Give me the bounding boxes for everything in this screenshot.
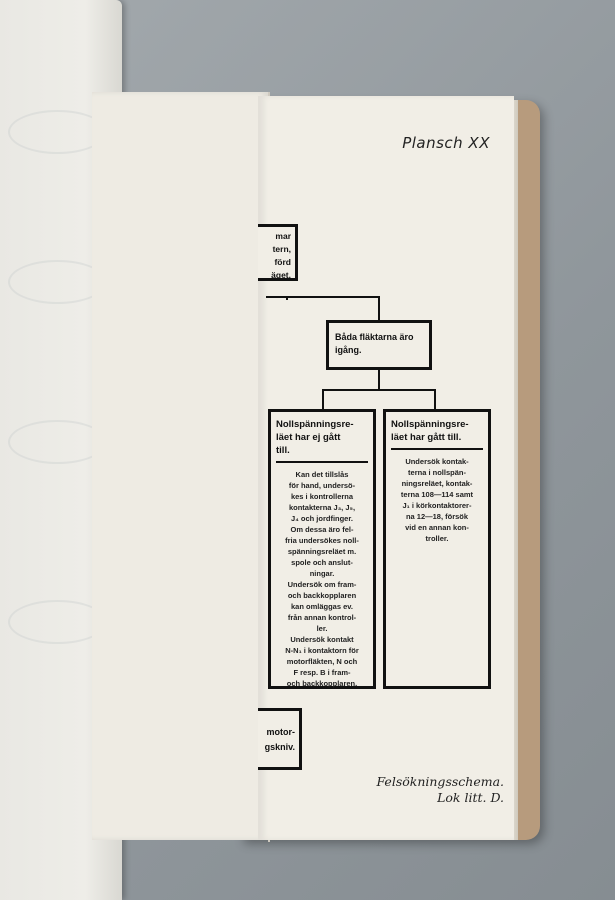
connector-line <box>286 296 288 300</box>
partial-box-line: äget. <box>271 270 291 280</box>
partial-box-line: tern, <box>272 244 291 254</box>
box-line: Båda fläktarna äro <box>335 332 414 342</box>
partial-box-line: gskniv. <box>264 742 295 752</box>
box-body: Undersök kontak- terna i nollspän- nings… <box>400 457 474 543</box>
connector-line <box>266 296 380 298</box>
caption-line: Lok litt. D. <box>437 790 504 805</box>
partial-box-line: förd <box>274 257 291 267</box>
page-edge <box>510 100 518 840</box>
plate-title: Plansch XX <box>402 134 490 152</box>
flowchart-box-relay-not-tripped: Nollspänningsre- läet har ej gått till. … <box>268 409 376 689</box>
partial-box-line: mar <box>275 231 291 241</box>
connector-line <box>378 296 380 320</box>
connector-line <box>322 389 436 391</box>
partial-box-bottom: motor- gskniv. <box>258 708 302 770</box>
box-heading: Nollspänningsre- läet har ej gått till. <box>276 418 368 463</box>
folded-flap[interactable] <box>92 92 268 840</box>
box-body: Kan det tillslås för hand, undersö- kes … <box>285 470 359 688</box>
box-line: igång. <box>335 345 362 355</box>
partial-box-content: motor- gskniv. <box>258 711 299 755</box>
partial-box-line: motor- <box>266 727 296 737</box>
flowchart-box-both-fans: Båda fläktarna äro igång. <box>326 320 432 370</box>
plate-caption: Felsökningsschema. Lok litt. D. <box>376 774 504 806</box>
partial-box-top: mar tern, förd äget. <box>258 224 298 281</box>
connector-line <box>378 370 380 390</box>
connector-line <box>434 389 436 409</box>
flowchart-box-relay-tripped: Nollspänningsre- läet har gått till. Und… <box>383 409 491 689</box>
box-heading: Nollspänningsre- läet har gått till. <box>391 418 483 450</box>
caption-line: Felsökningsschema. <box>376 774 504 789</box>
plate-page: Plansch XX mar tern, förd äget. Båda flä… <box>258 96 514 840</box>
connector-line <box>322 389 324 409</box>
